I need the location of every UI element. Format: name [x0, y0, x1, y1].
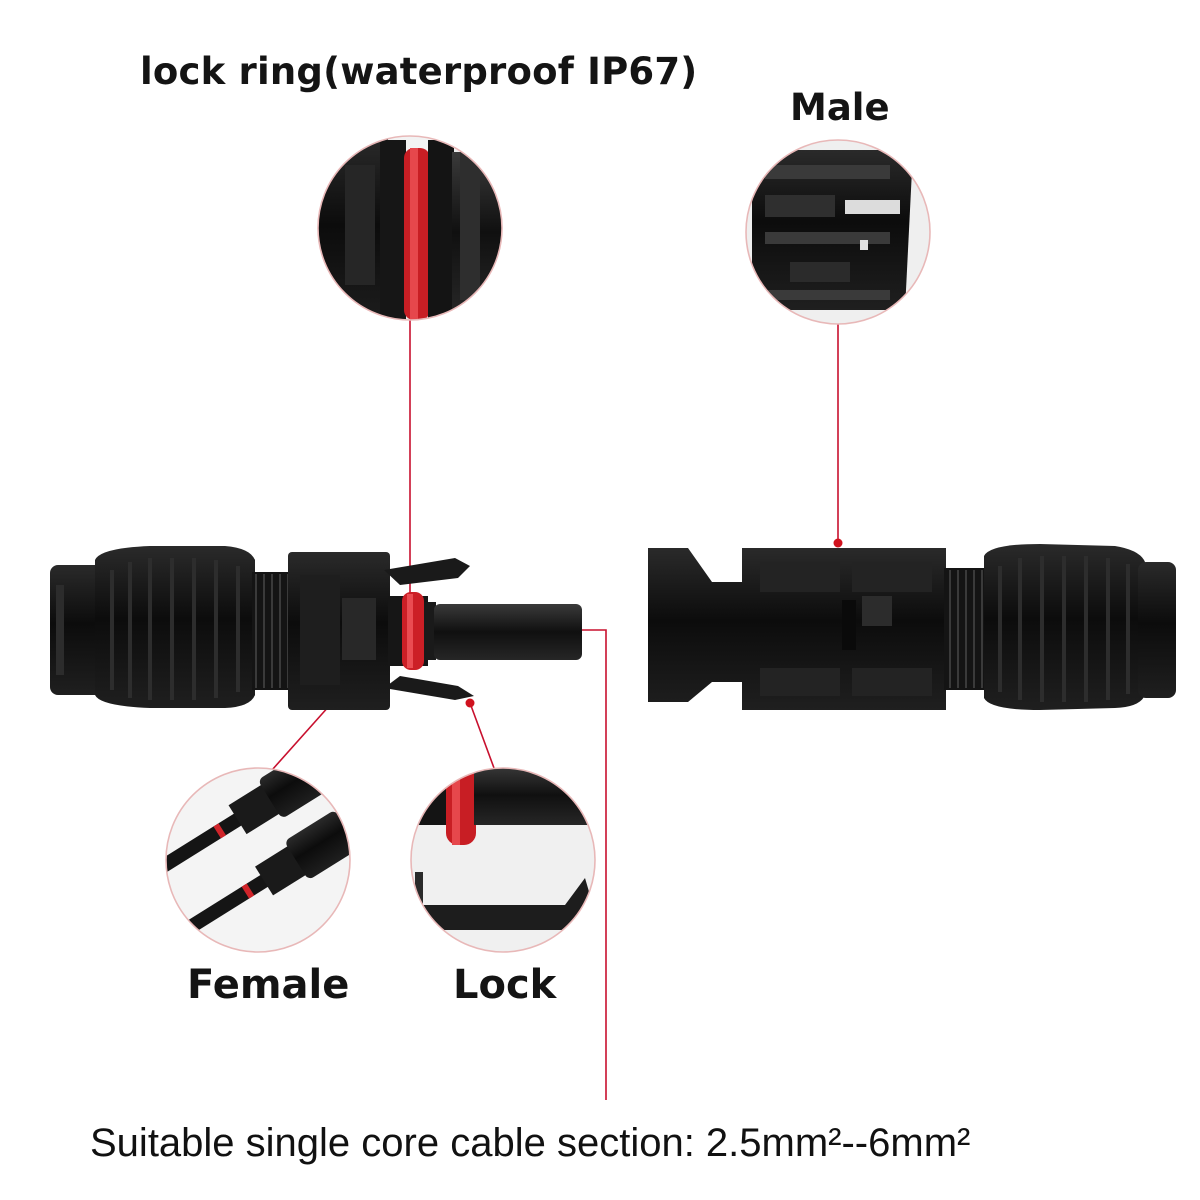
connector-pair-zoom-icon: [165, 767, 351, 953]
lock-label: Lock: [453, 962, 557, 1008]
female-mc4-connector-icon: [50, 546, 582, 710]
female-callout-line: [271, 704, 331, 771]
cable-callout-line: [572, 629, 607, 1100]
callout-lines: [271, 320, 839, 1100]
male-mc4-connector-icon: [648, 544, 1176, 710]
lock-callout-line: [469, 702, 495, 769]
lock-callout-dot: [465, 698, 475, 708]
female-label: Female: [187, 962, 350, 1008]
male-contacts-zoom-icon: [745, 139, 931, 325]
cable-section-caption: Suitable single core cable section: 2.5m…: [90, 1121, 971, 1165]
lock-clip-zoom-icon: [410, 767, 596, 953]
lock-ring-zoom-icon: [317, 135, 503, 321]
lock-ring-label: lock ring(waterproof IP67): [140, 50, 698, 93]
male-label: Male: [790, 86, 890, 129]
male-callout-dot: [833, 538, 843, 548]
